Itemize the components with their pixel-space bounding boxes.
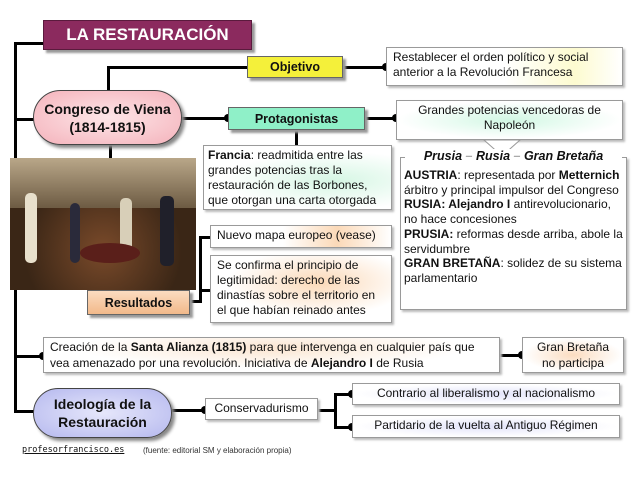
ideologia-node: Ideología de la Restauración: [33, 388, 172, 438]
connector: [190, 300, 200, 303]
legitimidad-box: Se confirma el principio de legitimidad:…: [210, 255, 392, 323]
francia-text: : readmitida entre las grandes potencias…: [208, 148, 377, 207]
nuevo-mapa-box: Nuevo mapa europeo (vease): [210, 225, 392, 248]
connector: [382, 63, 388, 71]
santa-alianza-box: Creación de la Santa Alianza (1815) para…: [43, 337, 500, 373]
source-note: (fuente: editorial SM y elaboración prop…: [143, 446, 292, 455]
partidario-box: Partidario de la vuelta al Antiguo Régim…: [352, 415, 620, 438]
gb-entry: GRAN BRETAÑA: solidez de su sistema parl…: [404, 256, 622, 285]
connector: [107, 66, 110, 91]
connector: [334, 393, 337, 428]
connector: [14, 118, 34, 121]
objetivo-label: Objetivo: [247, 56, 343, 78]
resultados-label: Resultados: [87, 290, 190, 315]
connector: [348, 423, 354, 431]
connector: [348, 390, 354, 398]
connector: [109, 145, 112, 160]
connector: [518, 351, 524, 359]
congreso-node: Congreso de Viena (1814-1815): [33, 90, 182, 145]
connector: [199, 236, 202, 303]
congress-painting: [10, 158, 196, 290]
connector: [172, 409, 205, 412]
francia-label: Francia: [208, 148, 251, 162]
arrow-down-icon: [483, 140, 521, 157]
connector: [201, 406, 207, 414]
francia-box: Francia: readmitida entre las grandes po…: [203, 145, 392, 210]
connector: [343, 66, 386, 69]
objetivo-text: Restablecer el orden político y social a…: [386, 47, 623, 86]
connector: [39, 352, 45, 360]
connector: [14, 42, 44, 45]
powers-box: Prusia – Rusia – Gran Bretaña AUSTRIA: r…: [400, 149, 627, 310]
connector: [14, 410, 34, 413]
contrario-box: Contrario al liberalismo y al nacionalis…: [352, 383, 620, 405]
connector: [295, 130, 298, 145]
conservadurismo-box: Conservadurismo: [205, 398, 318, 420]
rusia-entry: RUSIA: Alejandro I antirevolucionario, n…: [404, 197, 611, 227]
connector: [182, 117, 228, 120]
connector: [334, 426, 352, 429]
protagonistas-label: Protagonistas: [228, 107, 365, 130]
powers-header: Prusia – Rusia – Gran Bretaña: [405, 149, 622, 164]
connector: [500, 354, 522, 357]
connector: [392, 114, 398, 122]
connector: [199, 289, 210, 292]
connector: [365, 117, 396, 120]
connector: [14, 355, 44, 358]
connector: [318, 409, 335, 412]
gb-no-participa-box: Gran Bretaña no participa: [522, 337, 624, 373]
prusia-entry: PRUSIA: reformas desde arriba, abole la …: [404, 226, 623, 256]
connector: [107, 66, 247, 69]
connector: [224, 114, 230, 122]
page-title: LA RESTAURACIÓN: [43, 20, 252, 50]
connector: [334, 393, 352, 396]
grandes-potencias-box: Grandes potencias vencedoras de Napoleón: [396, 100, 623, 140]
connector: [199, 236, 210, 239]
austria-entry: AUSTRIA: representada por Metternich árb…: [404, 168, 620, 197]
site-link[interactable]: profesorfrancisco.es: [22, 445, 125, 455]
